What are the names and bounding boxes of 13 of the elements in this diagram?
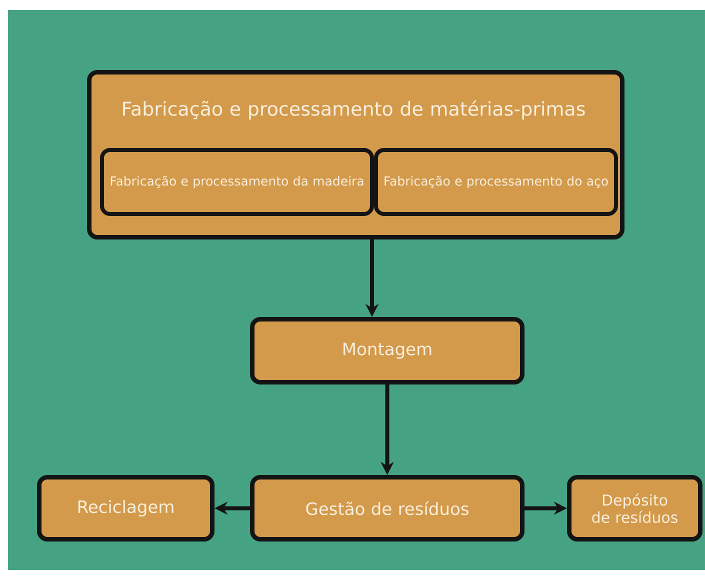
process-box [250, 474, 524, 542]
process-box [37, 474, 214, 542]
process-box [100, 148, 374, 216]
node-label: Fabricação e processamento do aço [384, 176, 608, 188]
node-label: Depósito de resíduos [592, 494, 678, 523]
process-box [567, 474, 702, 542]
node-label: Montagem [344, 342, 432, 359]
process-box [250, 317, 524, 384]
process-box [374, 148, 618, 216]
node-label: Reciclagem [78, 500, 174, 516]
node-label: Gestão de resíduos [306, 501, 468, 516]
node-label: Fabricação e processamento da madeira [110, 176, 364, 188]
node-label: Fabricação e processamento de matérias-primas [123, 100, 585, 120]
